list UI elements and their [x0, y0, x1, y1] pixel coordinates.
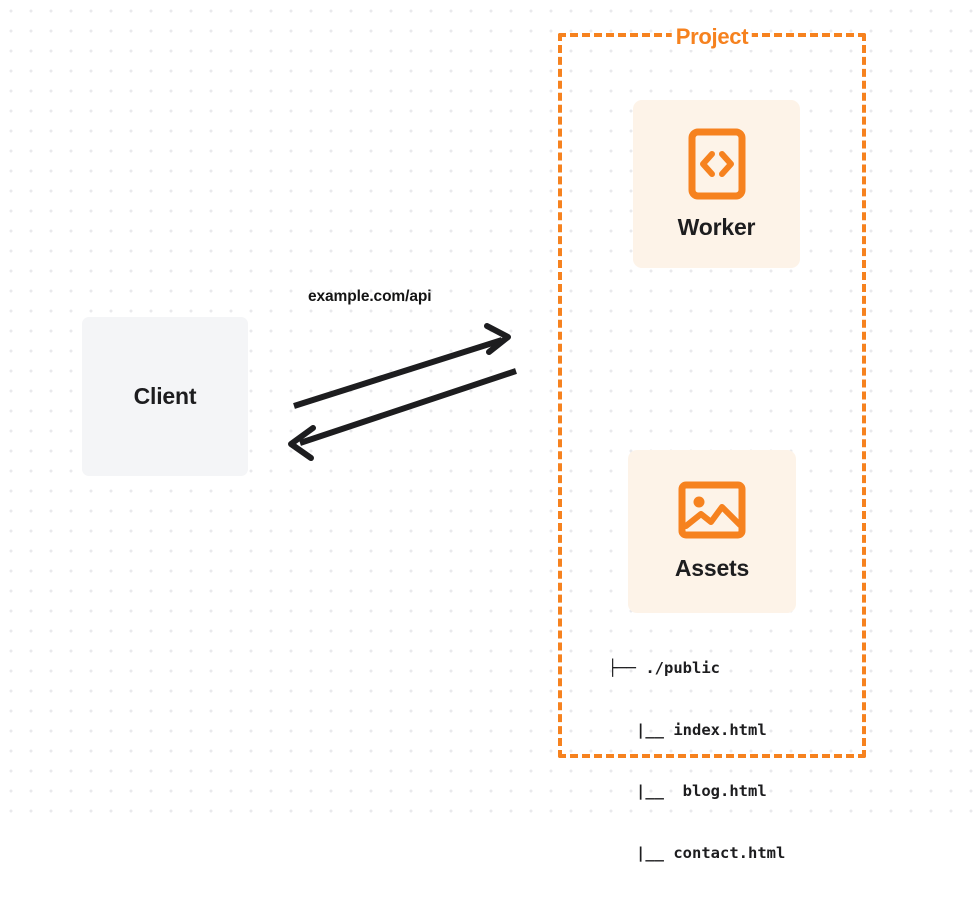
node-client-label: Client [133, 383, 197, 409]
diagram-canvas: Client example.com/api Project Worker [0, 0, 980, 862]
file-tree-connector: |__ [608, 782, 674, 800]
file-tree-connector: |__ [608, 720, 674, 739]
file-tree-name: index.html [673, 720, 767, 739]
node-assets-label: Assets [674, 555, 750, 581]
request-arrow [293, 323, 511, 409]
file-tree-connector: |__ [608, 843, 674, 862]
file-tree-name: blog.html [673, 782, 767, 800]
file-tree-row: |__ index.html [608, 720, 785, 741]
image-picture-icon [678, 481, 746, 539]
code-brackets-icon [688, 128, 745, 199]
node-worker-label: Worker [677, 213, 756, 240]
assets-file-tree: ├── ./public |__ index.html |__ blog.htm… [608, 617, 785, 904]
file-tree-name: ./public [645, 659, 720, 677]
file-tree-name: contact.html [673, 843, 786, 862]
response-arrow [288, 368, 517, 461]
node-assets[interactable]: Assets [628, 450, 796, 613]
file-tree-row: |__ blog.html [608, 781, 785, 802]
file-tree-row: |__ contact.html [608, 843, 785, 864]
node-client[interactable]: Client [82, 317, 248, 476]
node-worker[interactable]: Worker [633, 100, 800, 268]
project-title: Project [671, 24, 753, 50]
project-boundary: Project [558, 24, 866, 758]
file-tree-row: ├── ./public [608, 658, 785, 679]
edge-label-endpoint: example.com/api [308, 288, 432, 305]
file-tree-connector: ├── [608, 659, 646, 677]
